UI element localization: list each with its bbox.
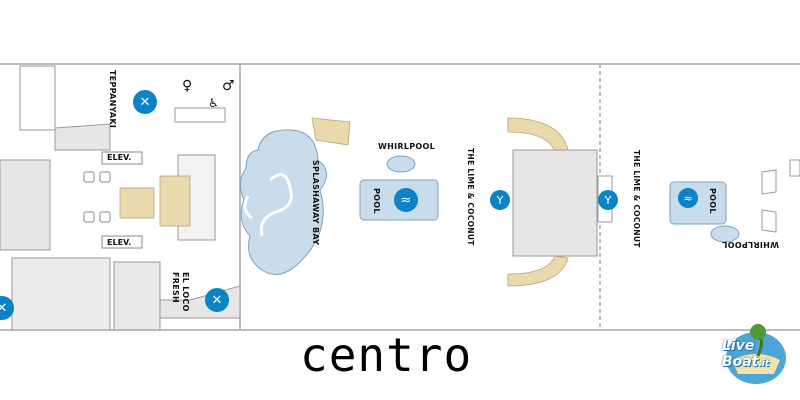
upper-left-room xyxy=(19,65,56,131)
fork-knife-icon: ✕ xyxy=(0,296,14,320)
lime-coconut-bar xyxy=(512,149,613,257)
whirlpool-top-shape xyxy=(386,155,416,173)
splash-slides xyxy=(243,173,293,237)
restroom-people-icon: ♀ xyxy=(182,78,193,94)
pool-right-label: POOL xyxy=(708,188,717,214)
splashaway-bay-area xyxy=(240,129,327,275)
logo-line2: Boat xyxy=(722,354,759,370)
stairs xyxy=(119,117,569,287)
liveboat-logo-text: Live Boat.it xyxy=(722,338,769,370)
teppanyaki-label: TEPPANYAKI xyxy=(108,70,117,129)
pool-wave-icon: ≈ xyxy=(678,188,698,208)
logo-line1: Live xyxy=(722,338,755,354)
cocktail-glass-icon: Y xyxy=(490,190,510,210)
restroom-people-icon: ♂ xyxy=(222,78,235,94)
fork-knife-icon: ✕ xyxy=(205,288,229,312)
splashaway-bay-label: SPLASHAWAY BAY xyxy=(311,160,320,246)
left-block xyxy=(0,159,51,251)
caption-text: centro xyxy=(300,328,473,382)
whirlpool-top-label: WHIRLPOOL xyxy=(378,142,436,151)
lower-left-room xyxy=(11,257,111,331)
service-area xyxy=(54,123,111,151)
lower-mid-room xyxy=(113,261,161,331)
right-loungers xyxy=(761,159,800,233)
cocktail-glass-icon: Y xyxy=(598,190,618,210)
pool-wave-icon: ≈ xyxy=(394,188,418,212)
logo-suffix: .it xyxy=(758,359,770,369)
elev-lower-label: ELEV. xyxy=(107,238,132,247)
fork-knife-icon: ✕ xyxy=(133,90,157,114)
el-loco-fresh-label: EL LOCO FRESH xyxy=(171,272,190,312)
whirlpool-right-label: WHIRLPOOL xyxy=(722,240,780,249)
restroom-wall xyxy=(174,107,226,123)
lime-coconut-label-1: THE LIME & COCONUT xyxy=(466,148,475,246)
elev-upper-label: ELEV. xyxy=(107,153,132,162)
pool-center-label: POOL xyxy=(372,188,381,214)
whirlpool-right-shape xyxy=(710,225,740,243)
restroom-people-icon: ♿ xyxy=(208,96,219,110)
lime-coconut-label-2: THE LIME & COCONUT xyxy=(632,150,641,248)
elevator-bank xyxy=(83,151,143,249)
liveboat-logo xyxy=(726,324,786,384)
